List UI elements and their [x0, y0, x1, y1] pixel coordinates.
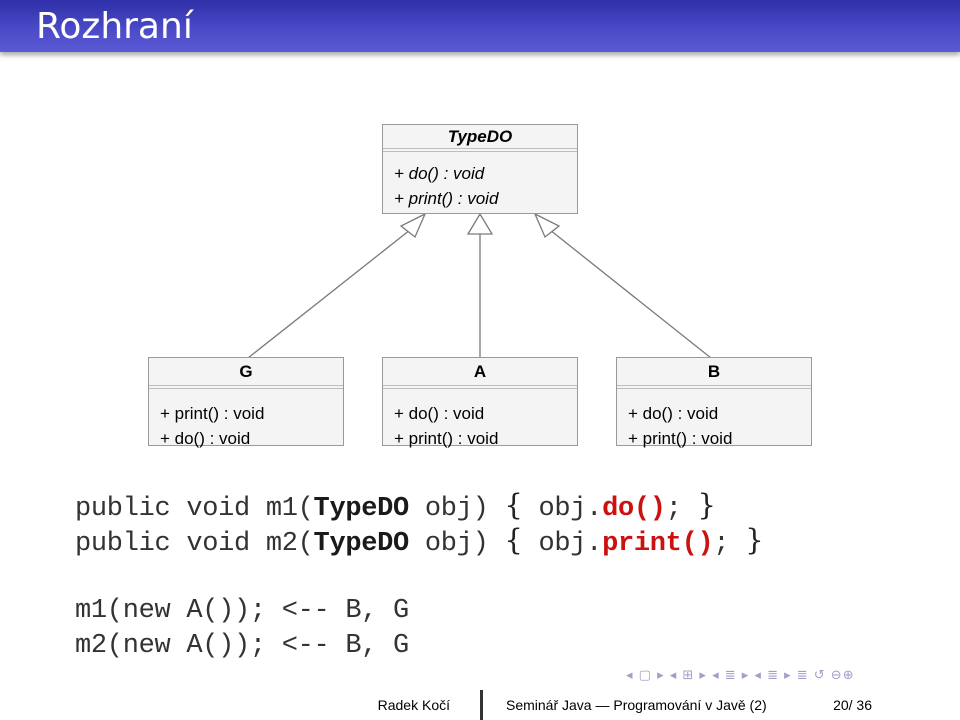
arrow-line-g — [247, 225, 416, 359]
code-text: ; — [713, 529, 746, 559]
arrowhead-b — [533, 212, 561, 239]
class-name: B — [707, 362, 721, 381]
code-text: obj) — [408, 529, 505, 559]
class-op: + print() : void — [160, 404, 265, 423]
navigation-symbols[interactable]: ◂ ▢ ▸ ◂ ⊞ ▸ ◂ ≣ ▸ ◂ ≣ ▸ ≣ ↺ ⊖⊕ — [626, 668, 855, 683]
arrowhead-a — [466, 212, 494, 235]
code-line-call-m1: m1(new A()); <-- B, G — [75, 596, 409, 626]
interface-op: + do() : void — [394, 164, 485, 183]
class-separator — [617, 385, 811, 389]
code-text: obj. — [522, 494, 603, 524]
code-line-call-m2: m2(new A()); <-- B, G — [75, 631, 409, 661]
code-brace-open: { — [504, 488, 523, 522]
arrowhead-g — [399, 212, 427, 239]
class-op: + print() : void — [628, 429, 733, 448]
class-operations: + do() : void + print() : void — [383, 389, 577, 451]
class-op: + do() : void — [628, 404, 719, 423]
code-type: TypeDO — [313, 529, 410, 559]
class-op: + do() : void — [160, 429, 251, 448]
interface-name: TypeDO — [447, 127, 513, 146]
title-bar: Rozhraní — [0, 0, 960, 52]
code-brace-close: } — [697, 488, 716, 522]
code-type: TypeDO — [313, 494, 410, 524]
footer-course: Seminář Java — Programování v Javě (2) — [506, 697, 767, 713]
arrow-line-b — [544, 225, 712, 359]
class-a: A + do() : void + print() : void — [382, 357, 578, 448]
code-brace-close: } — [745, 523, 764, 557]
interface-separator — [383, 148, 577, 152]
code-method: do() — [602, 494, 666, 524]
code-text: obj. — [522, 529, 603, 559]
interface-operations: + do() : void + print() : void — [383, 152, 577, 211]
code-text: obj) — [408, 494, 505, 524]
class-separator — [149, 385, 343, 389]
code-text: public void m2( — [75, 529, 314, 559]
code-line-m2: public void m2(TypeDO obj) { obj.print()… — [75, 523, 764, 559]
class-name: G — [239, 362, 253, 381]
class-operations: + print() : void + do() : void — [149, 389, 343, 451]
class-op: + do() : void — [394, 404, 485, 423]
code-brace-open: { — [504, 523, 523, 557]
class-g: G + print() : void + do() : void — [148, 357, 344, 448]
code-text: public void m1( — [75, 494, 314, 524]
slide-title: Rozhraní — [36, 6, 193, 47]
class-b: B + do() : void + print() : void — [616, 357, 812, 448]
interface-op: + print() : void — [394, 189, 499, 208]
footer-author: Radek Kočí — [0, 690, 480, 720]
class-name: A — [473, 362, 487, 381]
class-operations: + do() : void + print() : void — [617, 389, 811, 451]
footer: Radek Kočí Seminář Java — Programování v… — [0, 690, 960, 720]
code-line-m1: public void m1(TypeDO obj) { obj.do(); } — [75, 488, 716, 524]
interface-typedo: TypeDO + do() : void + print() : void — [382, 124, 578, 214]
code-method: print() — [602, 529, 714, 559]
footer-divider — [480, 690, 483, 720]
code-text: ; — [665, 494, 698, 524]
class-separator — [383, 385, 577, 389]
footer-right: Seminář Java — Programování v Javě (2) 2… — [480, 690, 960, 720]
footer-page-number: 20/ 36 — [833, 697, 872, 713]
class-op: + print() : void — [394, 429, 499, 448]
